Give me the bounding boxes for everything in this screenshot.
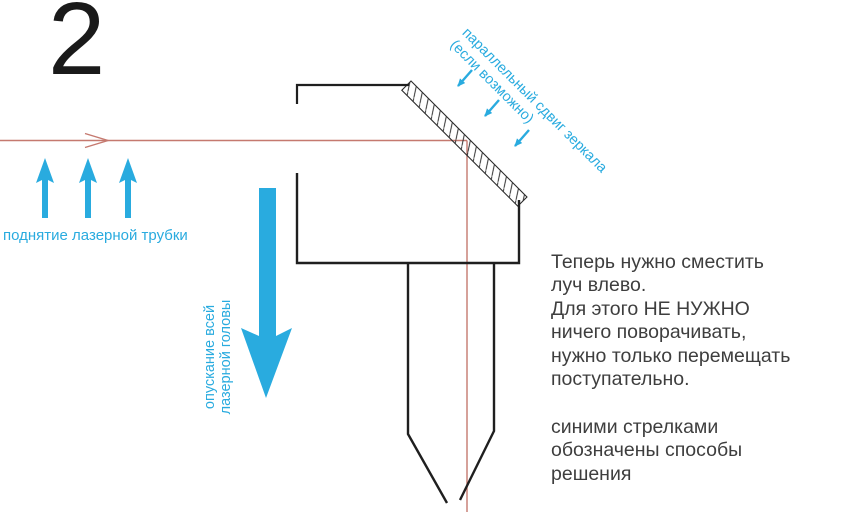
raise-tube-label: поднятие лазерной трубки [3, 227, 188, 244]
mirror-shift-arrow-icon [457, 69, 473, 87]
slide-number: 2 [48, 0, 106, 96]
nozzle-left-outline [406, 263, 449, 504]
lower-head-label: опускание всей лазерной головы [202, 299, 234, 415]
beam-direction-arrowhead-icon [84, 132, 111, 149]
mirror-shift-arrow-icon [514, 129, 530, 147]
up-arrows-group [36, 158, 137, 218]
up-arrow-icon [36, 158, 54, 218]
mirror-shift-arrows-group [457, 69, 530, 147]
laser-head-body-outline [295, 173, 521, 265]
laser-head-top-bracket [295, 83, 409, 104]
up-arrow-icon [79, 158, 97, 218]
nozzle-right-outline [458, 263, 496, 501]
explanation-text: Теперь нужно сместить луч влево. Для это… [551, 251, 791, 391]
legend-text: синими стрелками обозначены способы реше… [551, 416, 743, 485]
up-arrow-icon [119, 158, 137, 218]
mirror-shift-arrow-icon [484, 99, 500, 117]
down-arrow-icon [241, 188, 292, 398]
